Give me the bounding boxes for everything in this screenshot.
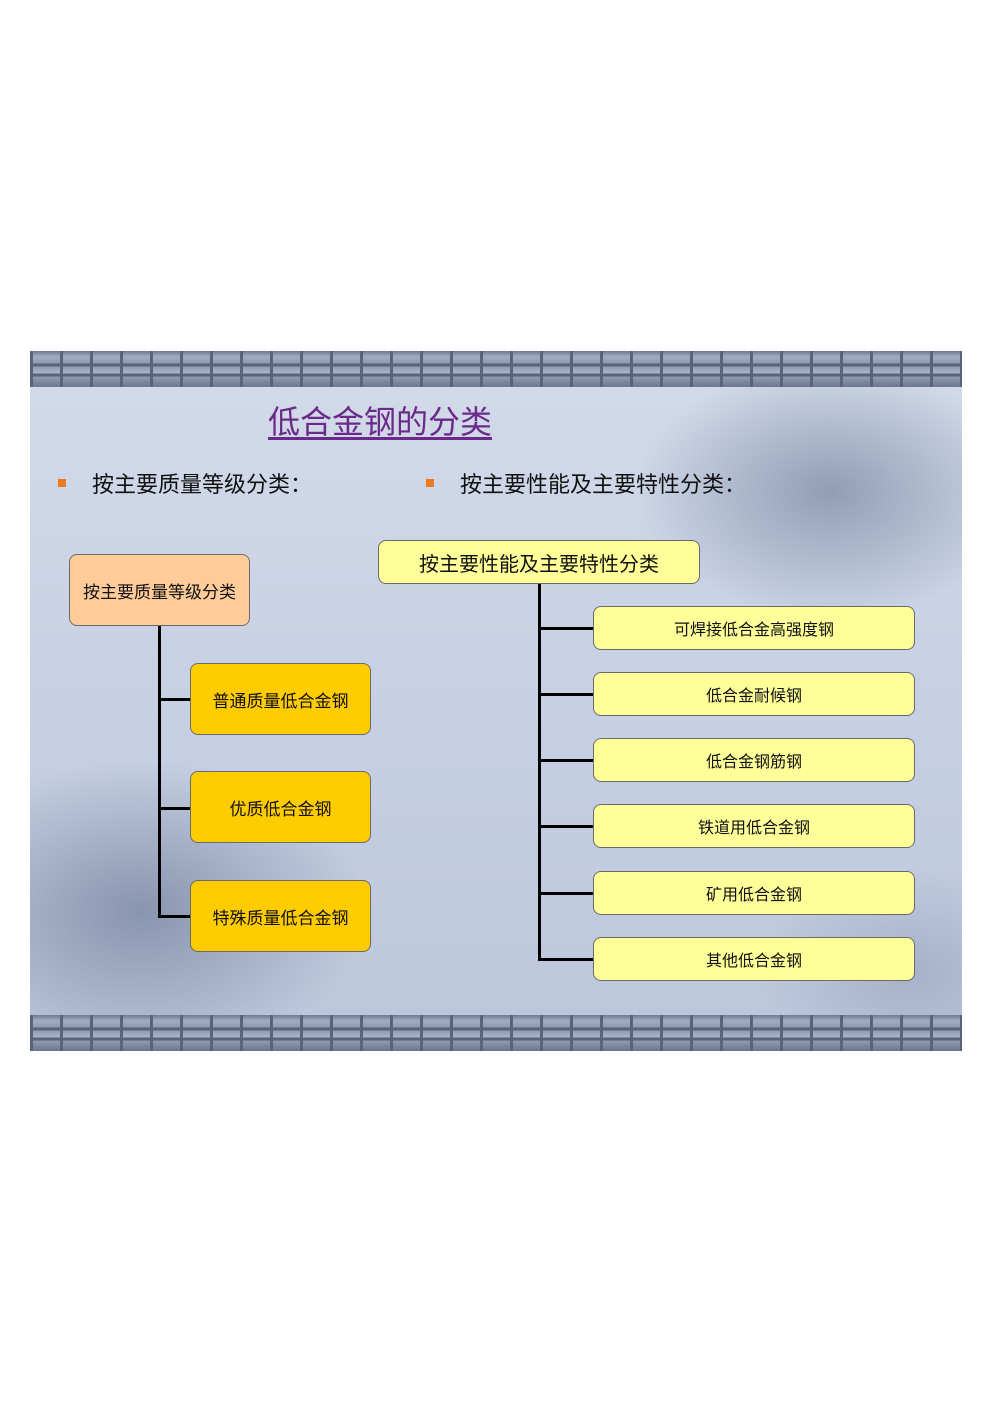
left-tree-branch: [158, 698, 190, 701]
right-tree-item: 矿用低合金钢: [593, 871, 915, 915]
slide-title: 低合金钢的分类: [268, 403, 493, 441]
right-tree-branch: [538, 825, 593, 828]
right-tree-root: 按主要性能及主要特性分类: [378, 540, 700, 584]
right-tree-item: 铁道用低合金钢: [593, 804, 915, 848]
left-tree-trunk: [158, 626, 161, 918]
right-tree-item: 低合金耐候钢: [593, 672, 915, 716]
left-tree-item: 特殊质量低合金钢: [190, 880, 371, 952]
right-tree-trunk: [538, 583, 541, 961]
left-tree-item: 优质低合金钢: [190, 771, 371, 843]
slide: 低合金钢的分类 按主要质量等级分类： 按主要性能及主要特性分类： 按主要质量等级…: [30, 351, 962, 1051]
right-tree-item: 低合金钢筋钢: [593, 738, 915, 782]
bullet-text: 按主要质量等级分类：: [92, 473, 313, 498]
left-tree-root: 按主要质量等级分类: [69, 554, 250, 626]
right-tree-branch: [538, 958, 593, 961]
left-tree-item: 普通质量低合金钢: [190, 663, 371, 735]
right-tree-branch: [538, 693, 593, 696]
bullet-text: 按主要性能及主要特性分类：: [460, 473, 747, 498]
bullet-quality-grade: 按主要质量等级分类：: [58, 467, 312, 499]
brick-border-bottom: [30, 1015, 962, 1051]
right-tree-item: 可焊接低合金高强度钢: [593, 606, 915, 650]
bullet-square-icon: [426, 479, 434, 487]
bullet-square-icon: [58, 479, 66, 487]
left-tree-branch: [158, 807, 190, 810]
bullet-performance: 按主要性能及主要特性分类：: [426, 467, 746, 499]
right-tree-branch: [538, 892, 593, 895]
right-tree-branch: [538, 627, 593, 630]
right-tree-branch: [538, 759, 593, 762]
right-tree-item: 其他低合金钢: [593, 937, 915, 981]
brick-border-top: [30, 351, 962, 387]
left-tree-branch: [158, 915, 190, 918]
